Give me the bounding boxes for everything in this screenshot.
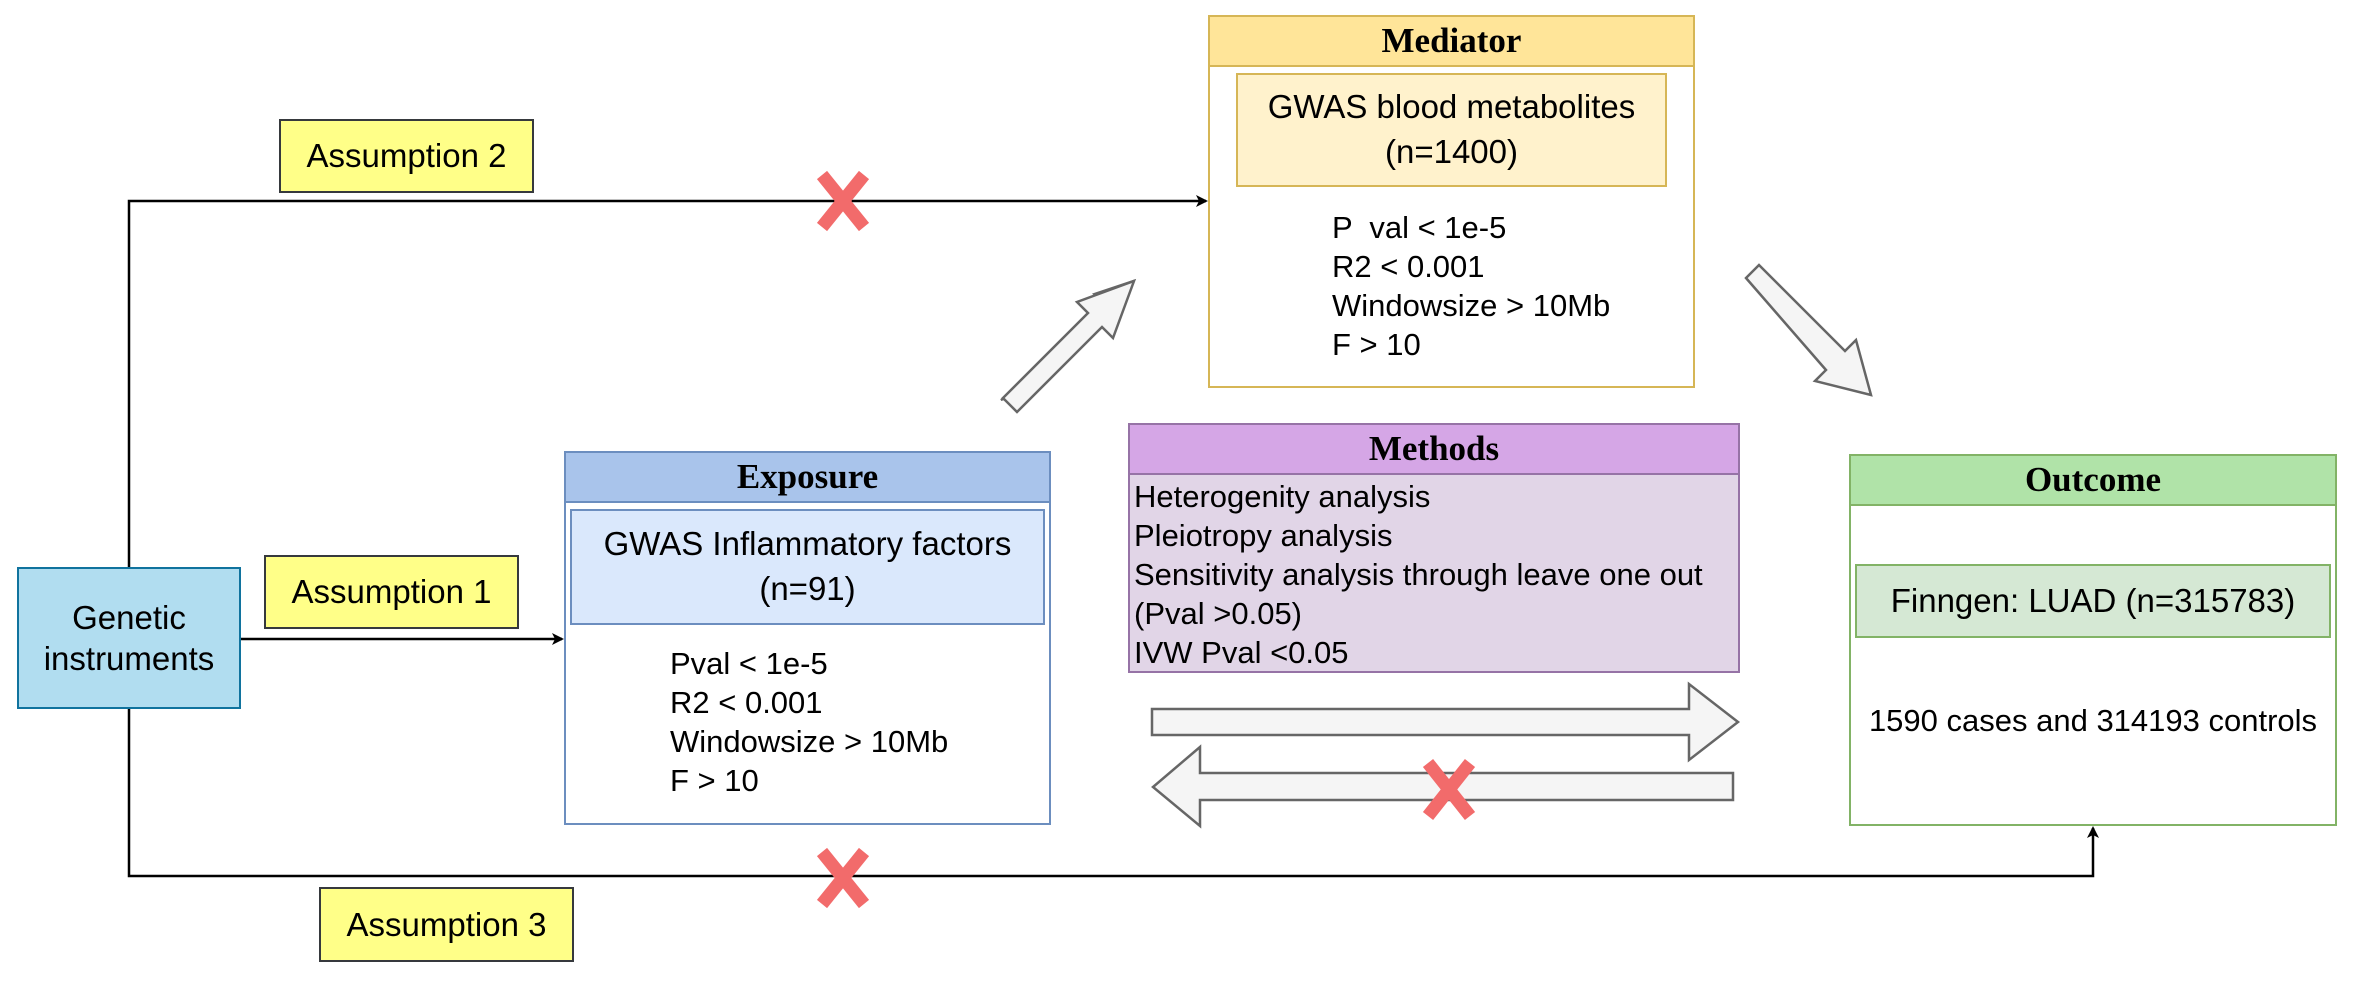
assumption-3-label: Assumption 3 bbox=[319, 887, 574, 962]
cross-icon-assumption-3 bbox=[816, 847, 870, 909]
exposure-title: Exposure bbox=[566, 453, 1049, 503]
mediator-gwas-line2: (n=1400) bbox=[1384, 133, 1518, 170]
methods-panel: Methods Heterogenity analysis Pleiotropy… bbox=[1128, 423, 1740, 673]
methods-item: (Pval >0.05) bbox=[1134, 596, 1303, 631]
block-arrow-mediator-to-outcome bbox=[1744, 263, 1873, 397]
genetic-instruments-box: Genetic instruments bbox=[17, 567, 241, 709]
cross-icon-reverse bbox=[1422, 758, 1476, 821]
outcome-panel: Outcome Finngen: LUAD (n=315783) 1590 ca… bbox=[1849, 454, 2337, 826]
assumption-2-label: Assumption 2 bbox=[279, 119, 534, 193]
block-arrow-exposure-to-mediator-shape bbox=[1001, 278, 1137, 414]
exposure-criterion: Windowsize > 10Mb bbox=[670, 724, 949, 759]
methods-item: Heterogenity analysis bbox=[1134, 479, 1431, 514]
exposure-panel: Exposure GWAS Inflammatory factors (n=91… bbox=[564, 451, 1051, 825]
outcome-finngen-box: Finngen: LUAD (n=315783) bbox=[1855, 564, 2331, 638]
exposure-criterion: F > 10 bbox=[670, 763, 759, 798]
outcome-cases-text: 1590 cases and 314193 controls bbox=[1868, 703, 2318, 738]
mediator-panel: Mediator GWAS blood metabolites (n=1400)… bbox=[1208, 15, 1695, 388]
methods-item: Pleiotropy analysis bbox=[1134, 518, 1393, 553]
methods-title: Methods bbox=[1130, 425, 1738, 475]
block-arrow-right bbox=[1150, 681, 1741, 763]
methods-item: Sensitivity analysis through leave one o… bbox=[1134, 557, 1703, 592]
mediator-criterion: Windowsize > 10Mb bbox=[1332, 288, 1611, 323]
mediator-criterion: R2 < 0.001 bbox=[1332, 249, 1485, 284]
methods-item: IVW Pval <0.05 bbox=[1134, 635, 1349, 670]
mediator-criterion: F > 10 bbox=[1332, 327, 1421, 362]
cross-icon-assumption-2 bbox=[816, 170, 870, 232]
mediator-criteria: P val < 1e-5 R2 < 0.001 Windowsize > 10M… bbox=[1332, 208, 1610, 364]
exposure-gwas-line1: GWAS Inflammatory factors bbox=[603, 525, 1012, 563]
assumption-1-label: Assumption 1 bbox=[264, 555, 519, 629]
genetic-instruments-line2: instruments bbox=[43, 640, 215, 677]
methods-list: Heterogenity analysis Pleiotropy analysi… bbox=[1134, 477, 1703, 672]
mediator-gwas-box: GWAS blood metabolites (n=1400) bbox=[1236, 73, 1667, 187]
connector-genetic-to-outcome bbox=[127, 709, 2099, 878]
exposure-criteria: Pval < 1e-5 R2 < 0.001 Windowsize > 10Mb… bbox=[670, 644, 948, 800]
exposure-gwas-line2: (n=91) bbox=[759, 570, 856, 607]
genetic-instruments-line1: Genetic bbox=[72, 598, 186, 636]
outcome-title: Outcome bbox=[1851, 456, 2335, 506]
exposure-gwas-box: GWAS Inflammatory factors (n=91) bbox=[570, 509, 1045, 625]
mediator-title: Mediator bbox=[1210, 17, 1693, 67]
mediator-gwas-line1: GWAS blood metabolites bbox=[1267, 88, 1636, 126]
mediator-criterion: P val < 1e-5 bbox=[1332, 210, 1507, 245]
exposure-criterion: Pval < 1e-5 bbox=[670, 646, 828, 681]
exposure-criterion: R2 < 0.001 bbox=[670, 685, 823, 720]
